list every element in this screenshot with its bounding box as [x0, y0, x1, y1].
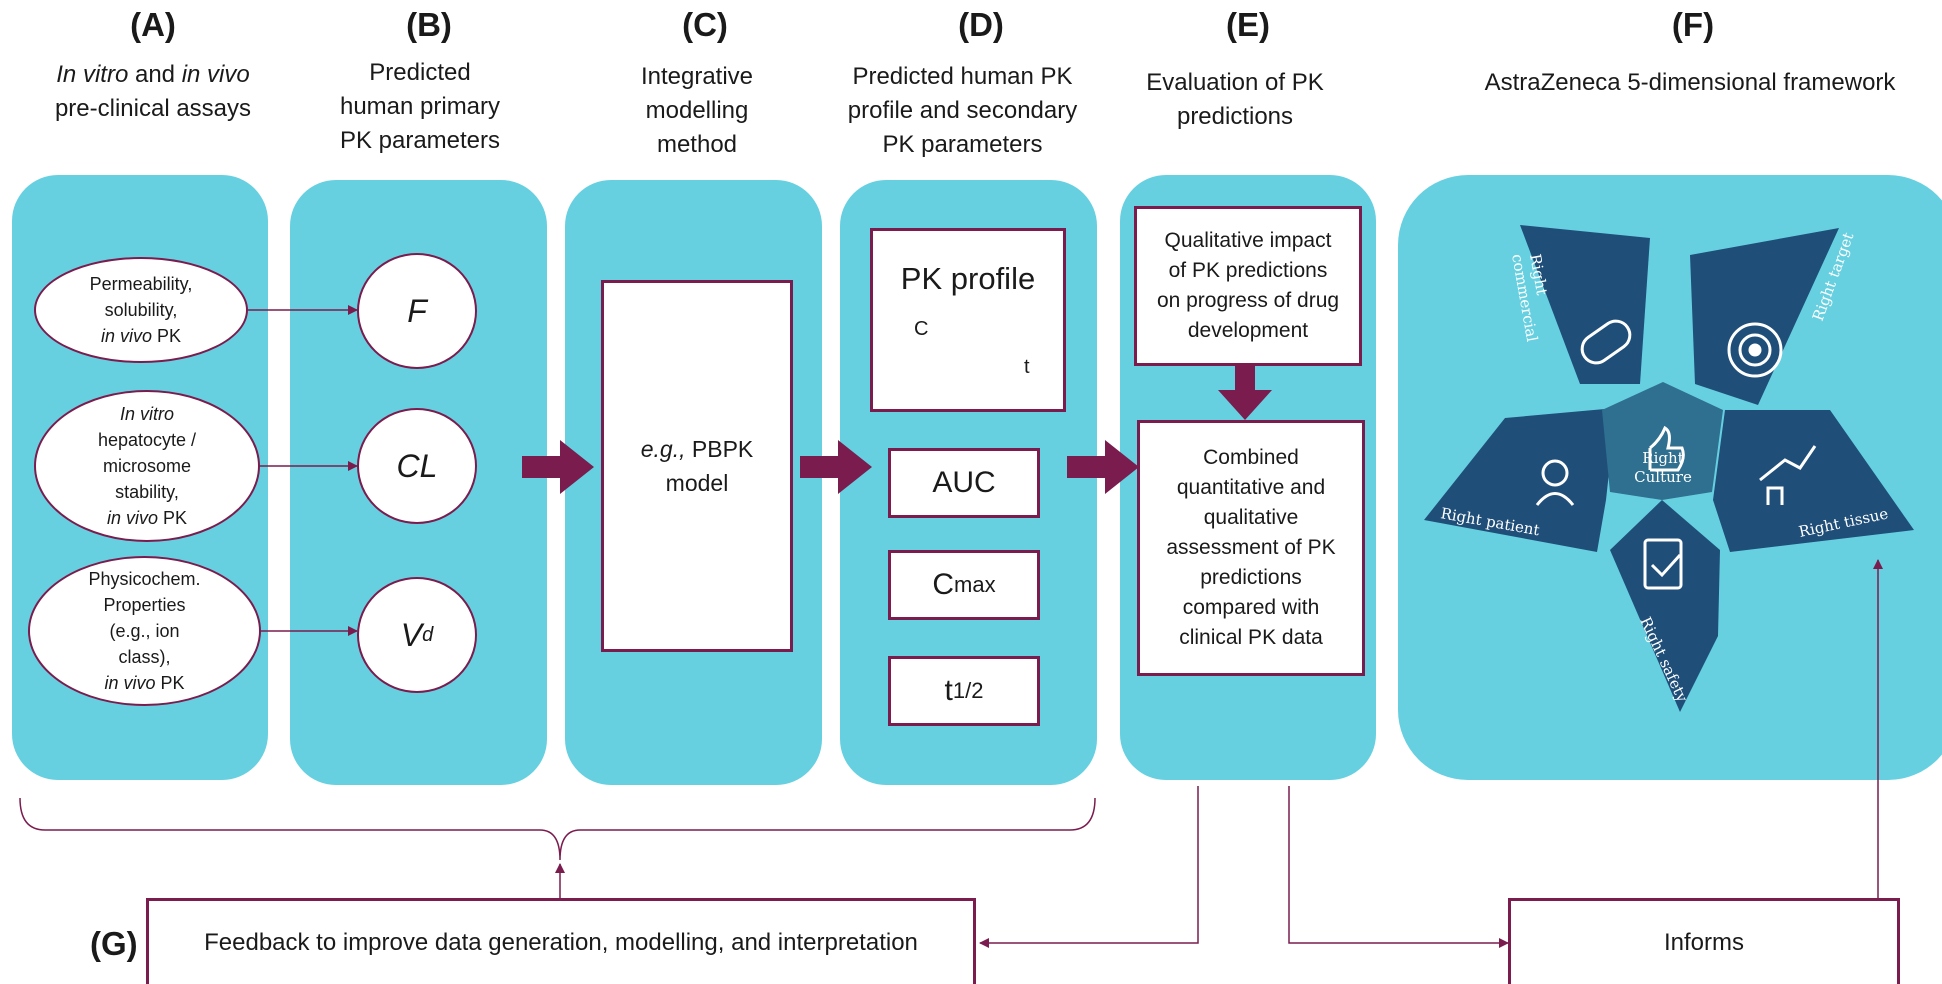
arrow-b-to-c — [522, 440, 594, 494]
informs-box: Informs — [1508, 898, 1900, 984]
letter-f: (F) — [1671, 6, 1715, 43]
heading-f: AstraZeneca 5-dimensional framework — [1484, 69, 1896, 96]
connector-e-to-informs — [1288, 786, 1509, 948]
arrow-qualitative-to-combined — [1218, 365, 1272, 420]
letter-g: (G) — [90, 925, 138, 962]
param-cl: CL — [357, 408, 477, 524]
auc-box: AUC — [888, 448, 1040, 518]
star-center-label-1: Right — [1642, 449, 1683, 467]
letter-d: (D) — [958, 6, 1004, 43]
pk-profile-box: PK profile — [870, 228, 1066, 412]
pk-axis-t: t — [1024, 356, 1030, 378]
star-safety — [1610, 500, 1720, 712]
connector-e-to-feedback — [979, 786, 1199, 948]
heading-a: In vitro and in vivo pre-clinical assays — [54, 61, 252, 122]
letter-b: (B) — [406, 6, 452, 43]
star-tissue — [1713, 410, 1914, 552]
arrow-c-to-d — [800, 440, 872, 494]
star-culture — [1602, 382, 1723, 500]
star-patient — [1424, 408, 1616, 552]
param-f: F — [357, 253, 477, 369]
framework-star — [1424, 225, 1914, 712]
arrow-d-to-e — [1067, 440, 1139, 494]
star-commercial — [1520, 225, 1650, 384]
letter-c: (C) — [682, 6, 728, 43]
star-target — [1690, 228, 1839, 405]
model-box: e.g., PBPK model — [601, 280, 793, 652]
bracket-a-to-d — [19, 797, 1096, 861]
assay-permeability: Permeability,solubility,in vivo PK — [34, 257, 248, 363]
feedback-box: Feedback to improve data generation, mod… — [146, 898, 976, 984]
letter-a: (A) — [130, 6, 176, 43]
letter-e: (E) — [1226, 6, 1270, 43]
framework-icons — [1535, 319, 1817, 590]
star-center-label-2: Culture — [1634, 468, 1692, 486]
pk-axis-c: C — [914, 318, 929, 340]
